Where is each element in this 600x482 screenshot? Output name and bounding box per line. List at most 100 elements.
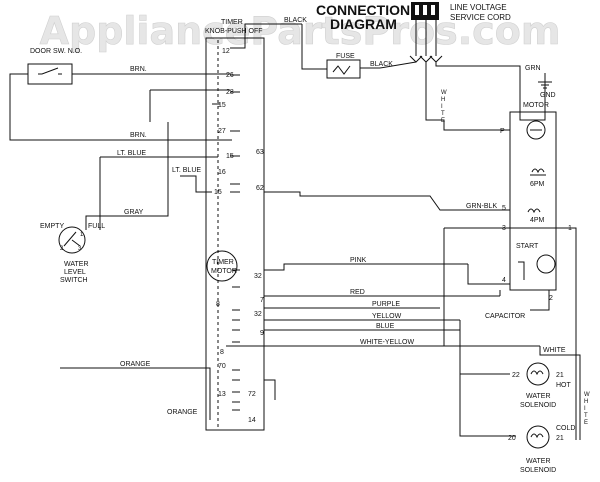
motor-6pm-label: 6PM bbox=[530, 181, 545, 188]
blue-wire-label: BLUE bbox=[376, 323, 395, 330]
black-wire-label-top: BLACK bbox=[284, 17, 307, 24]
motor-6pm-winding bbox=[530, 168, 546, 176]
red-wire-label: RED bbox=[350, 289, 365, 296]
timer-motor bbox=[206, 250, 238, 282]
cold-solenoid-label-2: SOLENOID bbox=[520, 467, 556, 474]
terminal-14: 14 bbox=[248, 417, 256, 424]
terminal-12: 12 bbox=[222, 48, 230, 55]
brn-wire-label-1: BRN. bbox=[130, 66, 147, 73]
terminal-15c: 15 bbox=[214, 189, 222, 196]
orange-wire-label-2: ORANGE bbox=[167, 409, 198, 416]
motor-terminal-2: 2 bbox=[549, 295, 553, 302]
grn-blk-wire-label: GRN-BLK bbox=[466, 203, 497, 210]
terminal-15a: 15 bbox=[218, 102, 226, 109]
motor-terminal-4: 4 bbox=[502, 277, 506, 284]
wls-terminal-1: 1 bbox=[80, 232, 84, 238]
motor-4pm-winding bbox=[527, 208, 541, 214]
wls-label-level: LEVEL bbox=[64, 269, 86, 276]
water-level-switch bbox=[58, 226, 86, 254]
hot-water-solenoid bbox=[526, 362, 550, 386]
wls-label-switch: SWITCH bbox=[60, 277, 88, 284]
door-switch bbox=[27, 63, 73, 85]
cold-solenoid-coil-icon bbox=[530, 433, 544, 439]
wls-label-water: WATER bbox=[64, 261, 89, 268]
terminal-28: 28 bbox=[226, 89, 234, 96]
watermark-text: AppliancePartsPros.com bbox=[40, 9, 561, 53]
terminal-15b: 15 bbox=[226, 153, 234, 160]
brn-wire-label-2: BRN. bbox=[130, 132, 147, 139]
wls-terminal-2: 2 bbox=[60, 246, 64, 252]
solenoid-terminal-21a: 21 bbox=[556, 372, 564, 379]
fuse-box bbox=[326, 59, 361, 79]
orange-wire-label-1: ORANGE bbox=[120, 361, 151, 368]
black-wire-label: BLACK bbox=[370, 61, 393, 68]
terminal-26: 26 bbox=[226, 72, 234, 79]
fuse-label: FUSE bbox=[336, 53, 355, 60]
hot-label: HOT bbox=[556, 382, 572, 389]
white-wire-label: WHITE bbox=[543, 347, 566, 354]
lt-blue-label-1: LT. BLUE bbox=[117, 150, 146, 157]
terminal-72: 72 bbox=[248, 391, 256, 398]
gray-wire-label: GRAY bbox=[124, 209, 144, 216]
full-label: FULL bbox=[88, 223, 105, 230]
motor-terminal-p: P bbox=[500, 128, 505, 135]
motor-4pm-label: 4PM bbox=[530, 217, 545, 224]
service-cord-label: SERVICE CORD bbox=[450, 13, 511, 22]
yellow-wire-label: YELLOW bbox=[372, 313, 402, 320]
motor-protector bbox=[526, 120, 546, 140]
white-label-c5: E bbox=[441, 118, 445, 124]
hot-solenoid-label-2: SOLENOID bbox=[520, 402, 556, 409]
timer-knob-label: KNOB-PUSH OFF bbox=[205, 28, 263, 35]
plug-icon bbox=[411, 2, 439, 20]
white-label-c1: W bbox=[441, 90, 447, 96]
cold-label: COLD bbox=[556, 425, 575, 432]
white-label-c3: I bbox=[441, 104, 443, 110]
timer-block bbox=[205, 37, 265, 431]
solenoid-terminal-22: 22 bbox=[512, 372, 520, 379]
terminal-32b: 32 bbox=[254, 311, 262, 318]
terminal-8a: 8 bbox=[216, 301, 220, 308]
white-vert-s1: W bbox=[584, 392, 590, 398]
terminal-27: 27 bbox=[218, 128, 226, 135]
solenoid-terminal-21b: 21 bbox=[556, 435, 564, 442]
motor-start-label: START bbox=[516, 243, 539, 250]
solenoid-terminal-20: 20 bbox=[508, 435, 516, 442]
terminal-63: 63 bbox=[256, 149, 264, 156]
door-switch-label: DOOR SW. N.O. bbox=[30, 48, 82, 55]
wls-terminal-3: 3 bbox=[78, 246, 82, 252]
terminal-32a: 32 bbox=[254, 273, 262, 280]
motor-box bbox=[509, 111, 557, 291]
pink-wire-label: PINK bbox=[350, 257, 367, 264]
timer-contacts bbox=[212, 47, 240, 411]
white-label-c4: T bbox=[441, 111, 445, 117]
diagram-title-line1: CONNECTION bbox=[316, 2, 410, 18]
white-label-c2: H bbox=[441, 97, 445, 103]
white-vert-s4: T bbox=[584, 413, 588, 419]
terminal-7: 7 bbox=[260, 297, 264, 304]
white-yellow-wire-label: WHITE-YELLOW bbox=[360, 339, 414, 346]
grn-label: GRN bbox=[525, 65, 541, 72]
terminal-70: 70 bbox=[218, 363, 226, 370]
terminal-9: 9 bbox=[260, 330, 264, 337]
terminal-13: 13 bbox=[218, 391, 226, 398]
motor-start-switch bbox=[536, 254, 556, 274]
timer-label: TIMER bbox=[221, 19, 243, 26]
fuse-icon bbox=[332, 65, 351, 75]
hot-solenoid-coil-icon bbox=[530, 370, 544, 376]
motor-label: MOTOR bbox=[523, 102, 549, 109]
cold-water-solenoid bbox=[526, 425, 550, 449]
white-vert-s5: E bbox=[584, 420, 588, 426]
cold-solenoid-label-1: WATER bbox=[526, 458, 551, 465]
white-vert-s3: I bbox=[584, 406, 586, 412]
purple-wire-label: PURPLE bbox=[372, 301, 400, 308]
motor-capacitor-label: CAPACITOR bbox=[485, 313, 525, 320]
terminal-8b: 8 bbox=[220, 349, 224, 356]
motor-terminal-5: 5 bbox=[502, 205, 506, 212]
terminal-62: 62 bbox=[256, 185, 264, 192]
white-vert-s2: H bbox=[584, 399, 588, 405]
timer-motor-label-1: TIMER bbox=[212, 259, 234, 266]
line-voltage-label: LINE VOLTAGE bbox=[450, 3, 507, 12]
diagram-title-line2: DIAGRAM bbox=[330, 16, 397, 32]
gnd-label: GND bbox=[540, 92, 556, 99]
